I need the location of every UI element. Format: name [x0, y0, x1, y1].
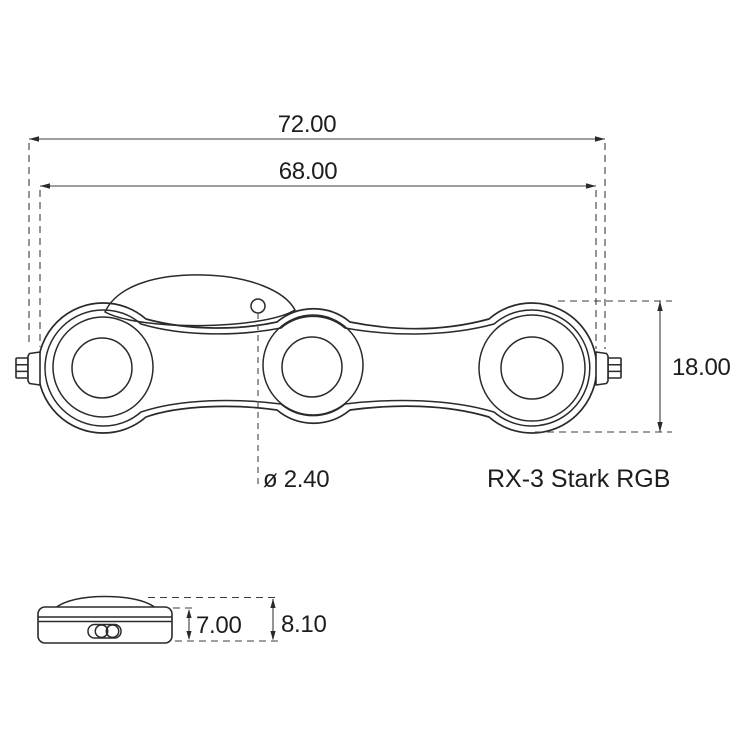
led-ring-middle: [262, 314, 364, 416]
side-view: [37, 595, 173, 644]
dim-72-label: 72.00: [278, 111, 337, 138]
dimension-height: 18.00: [535, 300, 731, 433]
dimension-total-thickness: 8.10: [148, 596, 327, 641]
side-connector-port: [87, 623, 122, 639]
dim-7-label: 7.00: [196, 612, 242, 639]
led-ring-right: [478, 314, 586, 422]
led-hole-left: [71, 337, 133, 399]
left-connector-tab: [15, 351, 41, 386]
arrow-right-icon: [595, 136, 605, 142]
dim-hole-label: ø 2.40: [263, 466, 329, 493]
dimension-body-thickness: 7.00: [173, 607, 278, 642]
arrow-left-icon: [40, 183, 50, 189]
main-view: [15, 274, 622, 434]
dim-18-label: 18.00: [672, 354, 731, 381]
dome-lens-outline: [104, 274, 296, 327]
led-ring-left: [52, 316, 154, 418]
dimension-overall-width: 72.00: [28, 111, 606, 349]
arrow-down-icon: [186, 631, 192, 640]
arrow-down-icon: [270, 631, 276, 641]
right-connector-tab: [595, 351, 622, 386]
arrow-up-icon: [657, 301, 663, 311]
arrow-down-icon: [657, 422, 663, 432]
led-hole-right: [500, 336, 564, 400]
product-label: RX-3 Stark RGB: [487, 465, 670, 493]
arrow-up-icon: [186, 609, 192, 618]
module-body-outline: [37, 302, 598, 434]
side-dome-outline: [54, 595, 157, 609]
arrow-up-icon: [270, 598, 276, 608]
dim-8-label: 8.10: [281, 611, 327, 638]
module-body-inner-contour: [44, 309, 591, 427]
dimension-inner-width: 68.00: [39, 158, 597, 349]
arrow-left-icon: [29, 136, 39, 142]
arrow-right-icon: [586, 183, 596, 189]
led-hole-middle: [281, 336, 343, 398]
hole-diameter-callout: ø 2.40: [257, 313, 330, 493]
dim-68-label: 68.00: [279, 158, 338, 185]
